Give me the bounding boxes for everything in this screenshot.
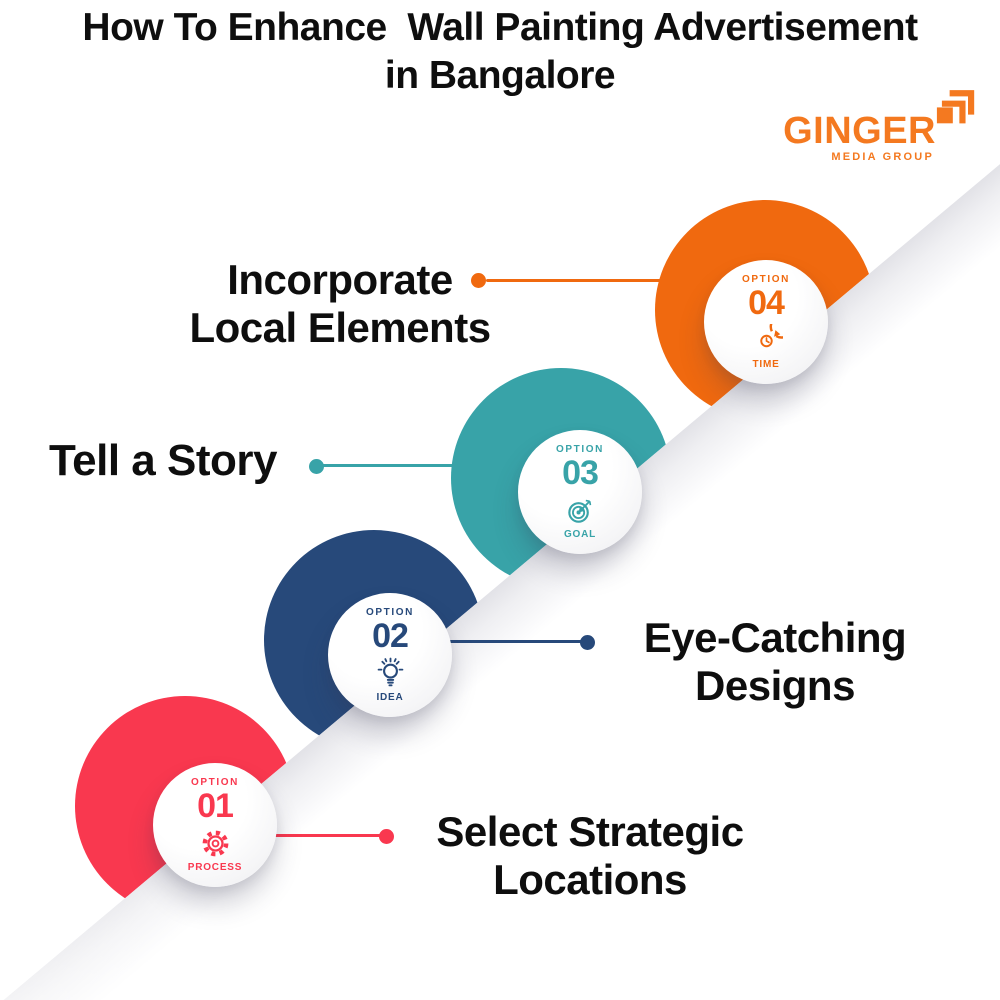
- step-1-option-badge: OPTION 01 PROCESS: [153, 763, 277, 887]
- step-3-option-badge: OPTION 03 GOAL: [518, 430, 642, 554]
- step-3-title: Tell a Story: [49, 436, 277, 485]
- step-2-connector-dot: [580, 635, 595, 650]
- option-word: OPTION: [366, 607, 414, 618]
- clock-icon: [750, 324, 783, 357]
- target-icon: [564, 494, 597, 527]
- step-4-connector-line: [486, 279, 714, 282]
- page-title: How To Enhance Wall Painting Advertiseme…: [0, 4, 1000, 100]
- option-number: 01: [197, 787, 234, 825]
- lightbulb-icon: [374, 657, 407, 690]
- step-3-connector-dot: [309, 459, 324, 474]
- step-2-connector-line: [446, 640, 583, 643]
- logo-brand-text: GINGER: [783, 110, 936, 152]
- step-1-connector-dot: [379, 829, 394, 844]
- option-icon-label: IDEA: [376, 692, 404, 703]
- option-number: 03: [562, 454, 599, 492]
- option-icon-label: TIME: [752, 359, 780, 370]
- gear-icon: [199, 827, 232, 860]
- option-number: 02: [372, 617, 409, 655]
- option-word: OPTION: [556, 444, 604, 455]
- step-1-connector-line: [264, 834, 384, 837]
- step-3-connector-line: [322, 464, 527, 467]
- option-word: OPTION: [191, 777, 239, 788]
- option-icon-label: GOAL: [563, 529, 597, 540]
- ginger-media-logo: GINGER MEDIA GROUP: [0, 0, 1000, 180]
- step-4-option-badge: OPTION 04 TIME: [704, 260, 828, 384]
- option-icon-label: PROCESS: [187, 862, 243, 873]
- option-word: OPTION: [742, 274, 790, 285]
- expand-squares-icon: [936, 88, 976, 125]
- option-number: 04: [748, 284, 785, 322]
- logo-tagline-text: MEDIA GROUP: [831, 151, 934, 163]
- step-4-connector-dot: [471, 273, 486, 288]
- title-line-1: How To Enhance Wall Painting Advertiseme…: [82, 6, 918, 49]
- title-line-2: in Bangalore: [384, 54, 616, 97]
- step-2-option-badge: OPTION 02 IDEA: [328, 593, 452, 717]
